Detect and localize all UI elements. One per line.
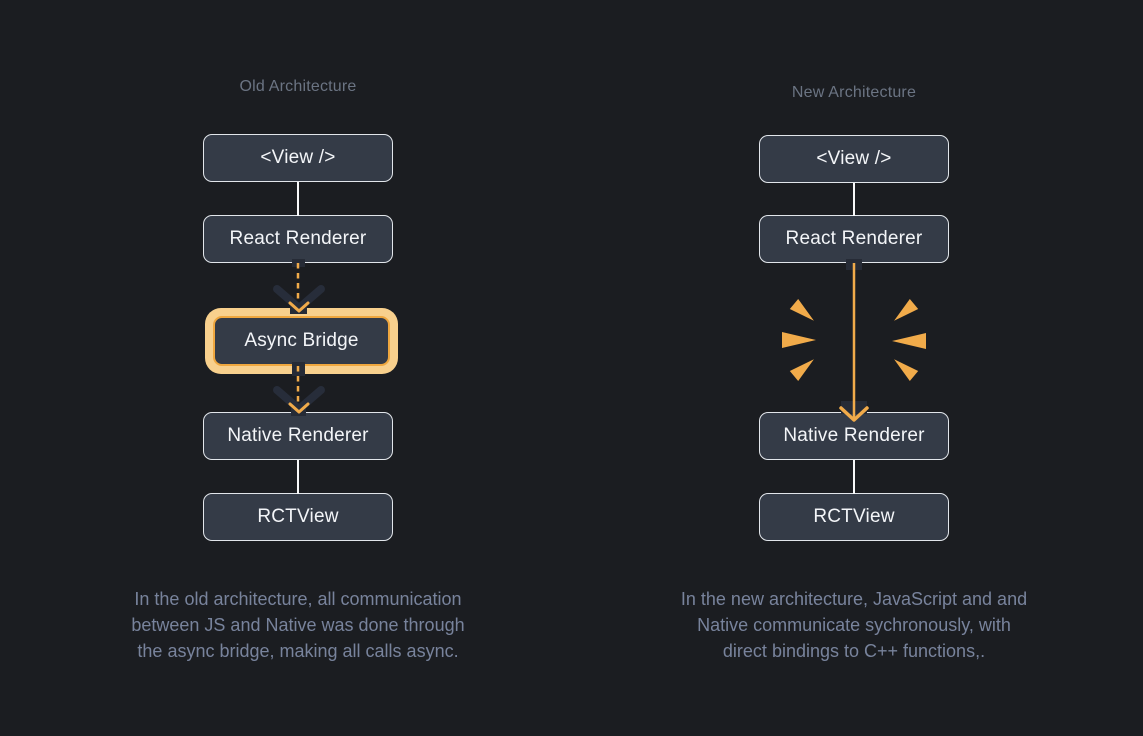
node-view-new: <View /> xyxy=(759,135,949,183)
old-caption-line-1: In the old architecture, all communicati… xyxy=(134,589,462,609)
new-caption: In the new architecture, JavaScript and … xyxy=(634,586,1074,664)
burst-wedge xyxy=(894,299,919,321)
dark-chevron-icon-top xyxy=(273,285,325,312)
dark-chevron-icon-bottom xyxy=(273,386,325,413)
burst-wedge xyxy=(894,359,919,381)
old-caption: In the old architecture, all communicati… xyxy=(78,586,518,664)
node-native-renderer-new: Native Renderer xyxy=(759,412,949,460)
old-architecture-title: Old Architecture xyxy=(239,78,357,95)
burst-right-icon xyxy=(892,299,926,381)
node-view-old: <View /> xyxy=(203,134,393,182)
old-caption-line-3: the async bridge, making all calls async… xyxy=(137,641,459,661)
burst-wedge xyxy=(789,299,814,321)
new-architecture-title: New Architecture xyxy=(791,84,917,101)
node-react-renderer-new: React Renderer xyxy=(759,215,949,263)
node-react-renderer-old: React Renderer xyxy=(203,215,393,263)
node-rctview-old: RCTView xyxy=(203,493,393,541)
node-async-bridge: Async Bridge xyxy=(213,316,390,366)
new-caption-line-1: In the new architecture, JavaScript and … xyxy=(680,589,1028,609)
node-rctview-new: RCTView xyxy=(759,493,949,541)
orange-arrow-tip-icon-bottom xyxy=(288,402,310,414)
burst-left-icon xyxy=(782,299,816,381)
node-native-renderer-old: Native Renderer xyxy=(203,412,393,460)
old-caption-line-2: between JS and Native was done through xyxy=(131,615,465,635)
new-caption-line-2: Native communicate sychronously, with xyxy=(697,615,1011,635)
async-bridge-highlight-glow: Async Bridge xyxy=(205,308,398,374)
burst-wedge xyxy=(789,359,814,381)
burst-wedge xyxy=(782,332,816,348)
new-caption-line-3: direct bindings to C++ functions,. xyxy=(722,641,986,661)
burst-wedge xyxy=(892,333,926,349)
